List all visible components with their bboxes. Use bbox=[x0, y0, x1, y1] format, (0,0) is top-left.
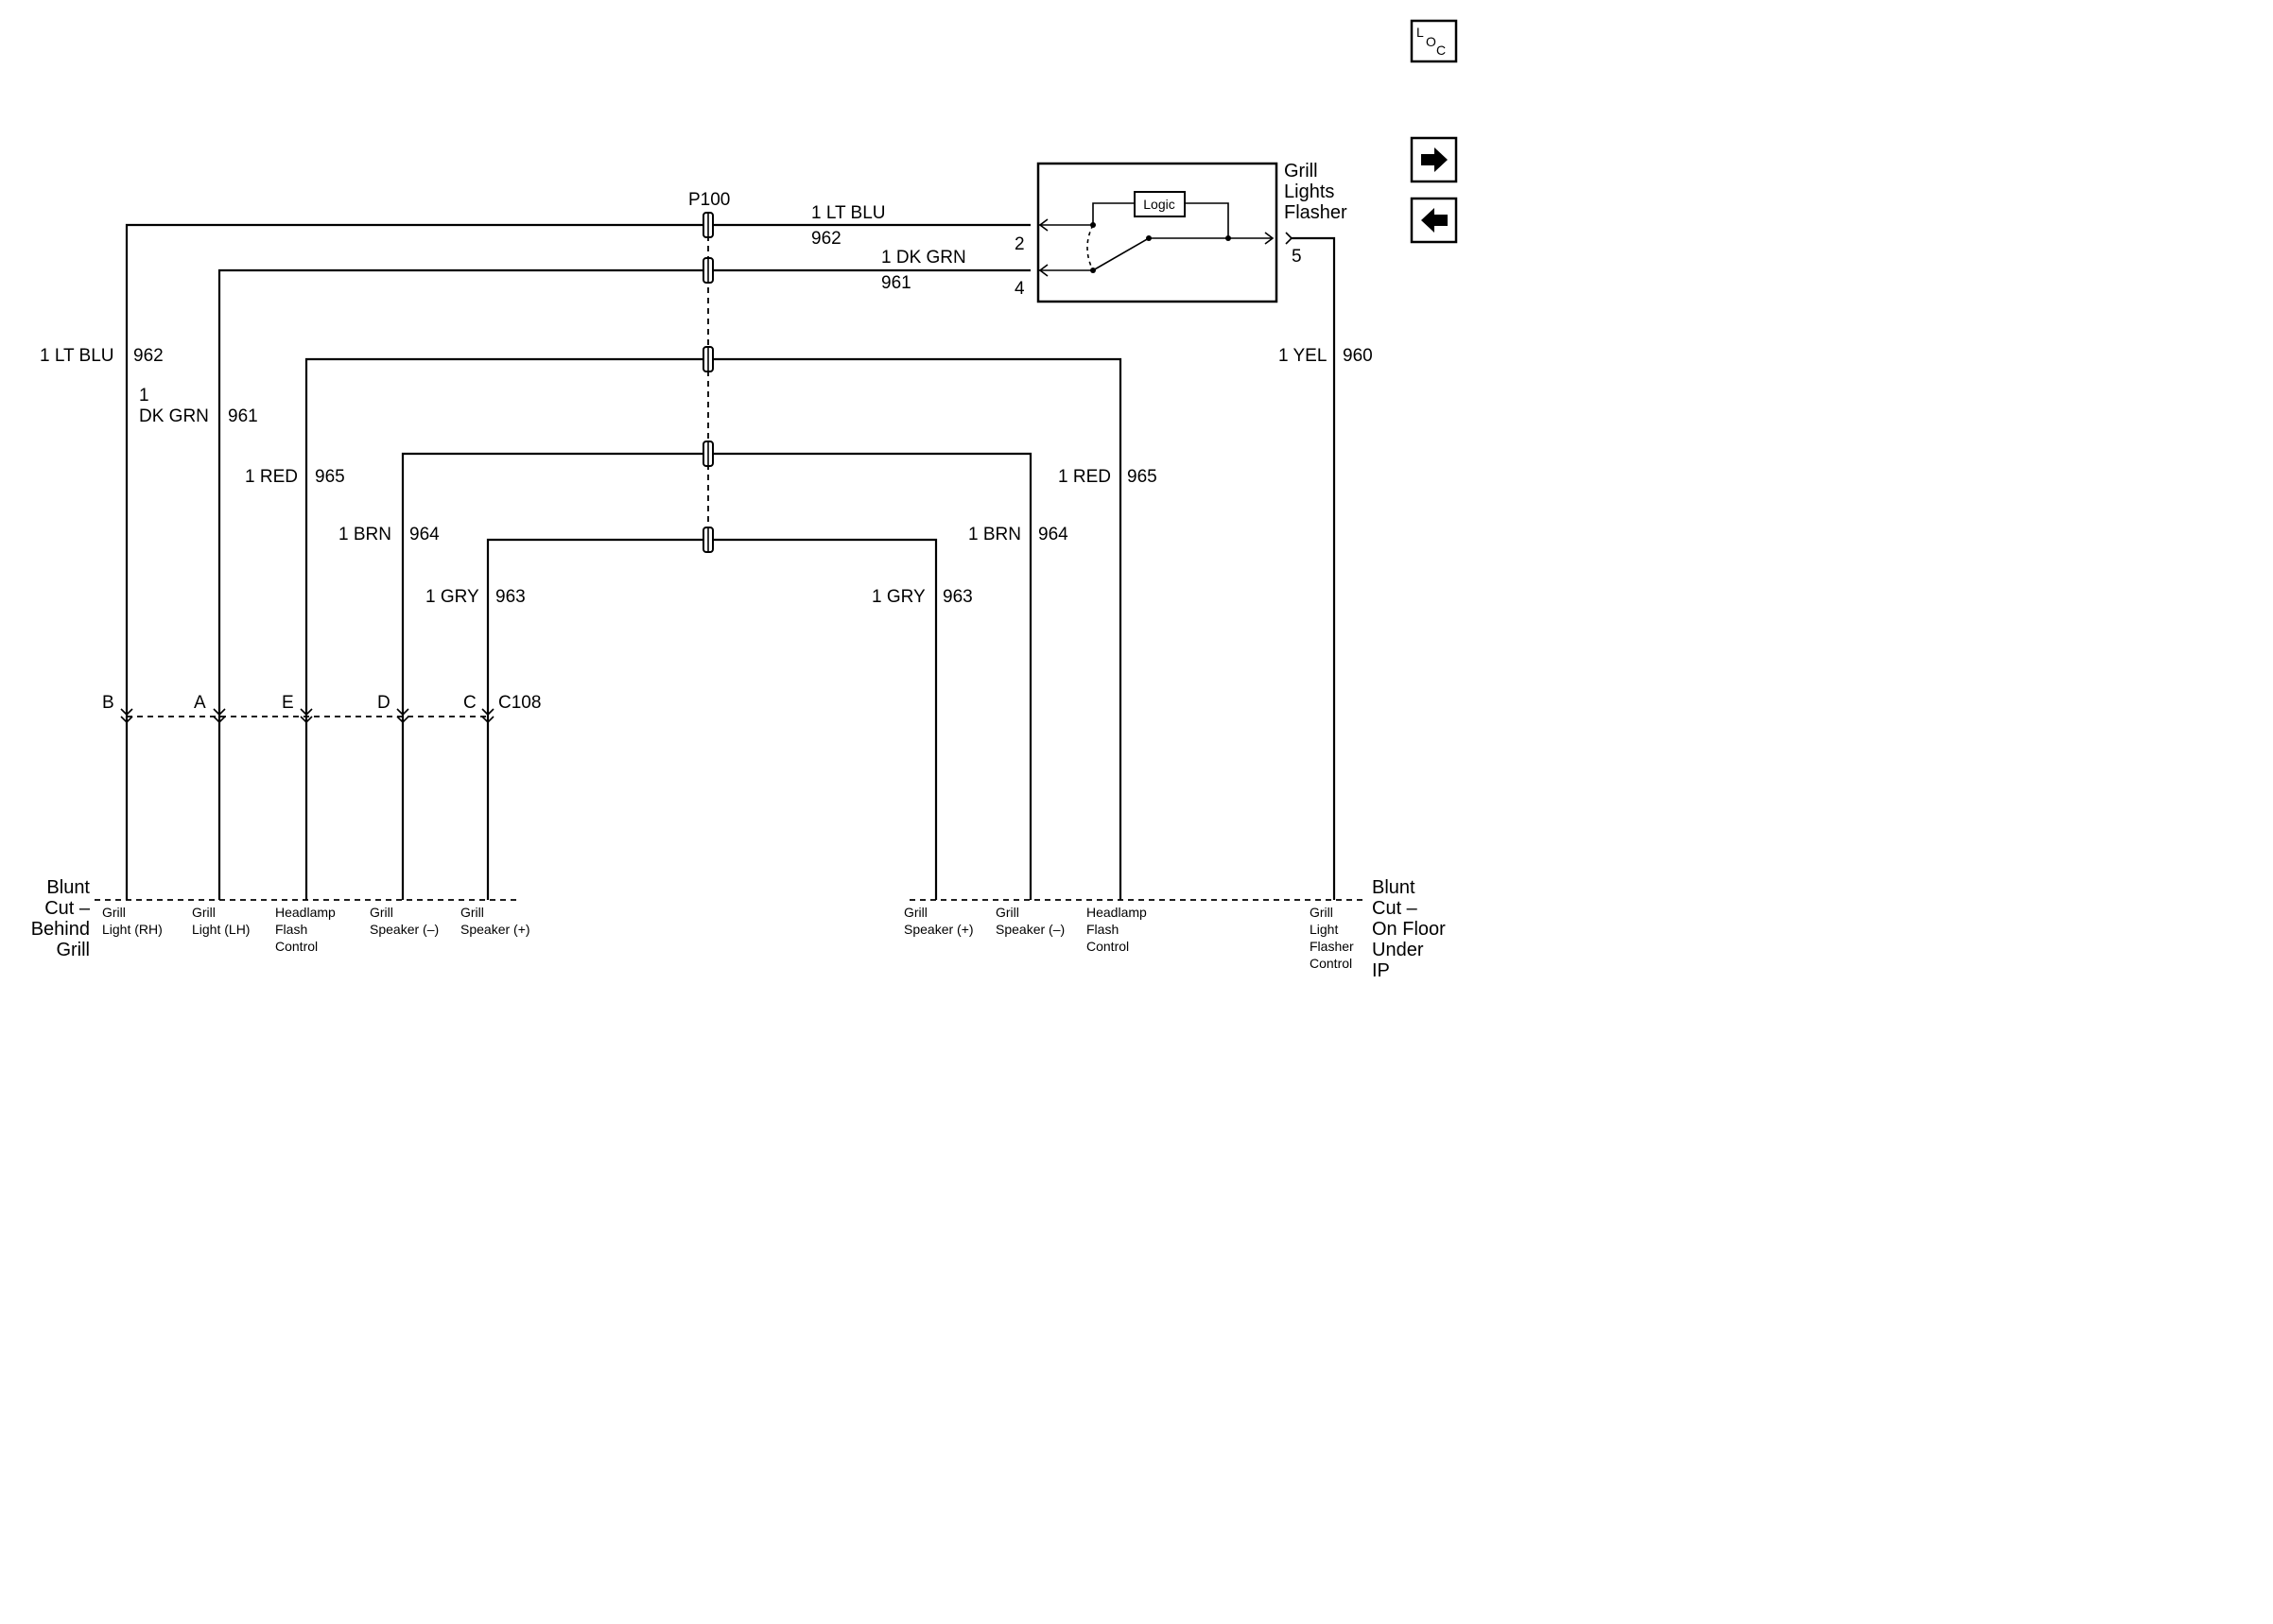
component-name-line-3: Flasher bbox=[1284, 202, 1347, 223]
right-arrow-icon[interactable] bbox=[1410, 136, 1458, 183]
left-grn-circuit: 961 bbox=[228, 406, 258, 426]
right-brn-circuit: 964 bbox=[1038, 525, 1068, 544]
right-item-4-line-1: Grill bbox=[1310, 905, 1333, 920]
right-gry-color: 1 GRY bbox=[872, 587, 926, 607]
left-item-3-line-3: Control bbox=[275, 939, 318, 954]
yel-color: 1 YEL bbox=[1278, 346, 1327, 366]
splice-p100-connectors bbox=[703, 212, 714, 553]
splice-p100-label: P100 bbox=[688, 190, 730, 210]
right-red-color: 1 RED bbox=[1058, 467, 1111, 487]
component-name-line-1: Grill bbox=[1284, 161, 1318, 181]
right-item-4-line-4: Control bbox=[1310, 956, 1352, 971]
pin-4-label: 4 bbox=[1015, 279, 1025, 299]
left-gry-color: 1 GRY bbox=[425, 587, 479, 607]
right-item-4-line-3: Flasher bbox=[1310, 939, 1354, 954]
left-blu-circuit: 962 bbox=[133, 346, 164, 366]
wire-red-965 bbox=[304, 357, 1122, 900]
wire-gry-963 bbox=[486, 538, 938, 900]
left-group-title-3: Behind bbox=[31, 919, 90, 940]
c108-pin-a: A bbox=[194, 693, 206, 713]
right-group-title-4: Under bbox=[1372, 940, 1424, 960]
c108-pin-b: B bbox=[102, 693, 114, 713]
right-item-2-line-2: Speaker (–) bbox=[996, 922, 1065, 937]
right-group-title-3: On Floor bbox=[1372, 919, 1446, 940]
c108-pin-d: D bbox=[377, 693, 390, 713]
left-grn-color-num: 1 bbox=[139, 386, 149, 406]
left-item-2-line-1: Grill bbox=[192, 905, 216, 920]
left-item-4-line-2: Speaker (–) bbox=[370, 922, 439, 937]
c108-pin-c: C bbox=[463, 693, 477, 713]
right-group-title-1: Blunt bbox=[1372, 877, 1415, 898]
right-item-4-line-2: Light bbox=[1310, 922, 1338, 937]
left-grn-color: DK GRN bbox=[139, 406, 209, 426]
left-item-3-line-1: Headlamp bbox=[275, 905, 336, 920]
connector-c108-pins bbox=[120, 708, 495, 724]
pin-2-label: 2 bbox=[1015, 234, 1025, 254]
left-brn-color: 1 BRN bbox=[338, 525, 391, 544]
wire-brn-964 bbox=[401, 452, 1032, 900]
left-item-4-line-1: Grill bbox=[370, 905, 393, 920]
right-group-title-5: IP bbox=[1372, 960, 1390, 981]
right-red-circuit: 965 bbox=[1127, 467, 1157, 487]
right-brn-color: 1 BRN bbox=[968, 525, 1021, 544]
logic-block-label: Logic bbox=[1143, 197, 1174, 212]
right-group-title-2: Cut – bbox=[1372, 898, 1418, 919]
left-item-1-line-1: Grill bbox=[102, 905, 126, 920]
connector-c108-label: C108 bbox=[498, 693, 541, 713]
left-brn-circuit: 964 bbox=[409, 525, 440, 544]
c108-pin-e: E bbox=[282, 693, 294, 713]
loc-icon[interactable]: L O C bbox=[1410, 19, 1458, 63]
left-item-5-line-2: Speaker (+) bbox=[460, 922, 530, 937]
left-blu-color: 1 LT BLU bbox=[40, 346, 114, 366]
left-arrow-icon[interactable] bbox=[1410, 197, 1458, 244]
loc-icon-letter-l: L bbox=[1416, 25, 1424, 40]
left-group-title-4: Grill bbox=[56, 940, 90, 960]
yel-circuit: 960 bbox=[1343, 346, 1373, 366]
right-item-2-line-1: Grill bbox=[996, 905, 1019, 920]
top-grn-color: 1 DK GRN bbox=[881, 248, 966, 268]
right-item-3-line-3: Control bbox=[1086, 939, 1129, 954]
wire-dk-grn-961 bbox=[217, 268, 1031, 900]
wire-yel-960 bbox=[1292, 236, 1336, 900]
left-item-3-line-2: Flash bbox=[275, 922, 307, 937]
top-blu-color: 1 LT BLU bbox=[811, 203, 886, 223]
top-blu-circuit: 962 bbox=[811, 229, 842, 249]
right-item-3-line-1: Headlamp bbox=[1086, 905, 1147, 920]
component-name-line-2: Lights bbox=[1284, 181, 1334, 202]
top-grn-circuit: 961 bbox=[881, 273, 911, 293]
left-item-5-line-1: Grill bbox=[460, 905, 484, 920]
right-item-1-line-1: Grill bbox=[904, 905, 928, 920]
left-red-circuit: 965 bbox=[315, 467, 345, 487]
right-gry-circuit: 963 bbox=[943, 587, 973, 607]
left-group-title-1: Blunt bbox=[46, 877, 90, 898]
left-red-color: 1 RED bbox=[245, 467, 298, 487]
right-item-3-line-2: Flash bbox=[1086, 922, 1119, 937]
left-item-2-line-2: Light (LH) bbox=[192, 922, 250, 937]
left-gry-circuit: 963 bbox=[495, 587, 526, 607]
left-group-title-2: Cut – bbox=[44, 898, 91, 919]
pin-5-label: 5 bbox=[1292, 247, 1302, 267]
left-item-1-line-2: Light (RH) bbox=[102, 922, 163, 937]
right-item-1-line-2: Speaker (+) bbox=[904, 922, 974, 937]
wire-lt-blu-962 bbox=[125, 223, 1031, 900]
loc-icon-letter-c: C bbox=[1436, 43, 1446, 58]
grill-lights-flasher: Logic bbox=[1036, 162, 1278, 303]
loc-icon-letter-o: O bbox=[1426, 34, 1436, 49]
